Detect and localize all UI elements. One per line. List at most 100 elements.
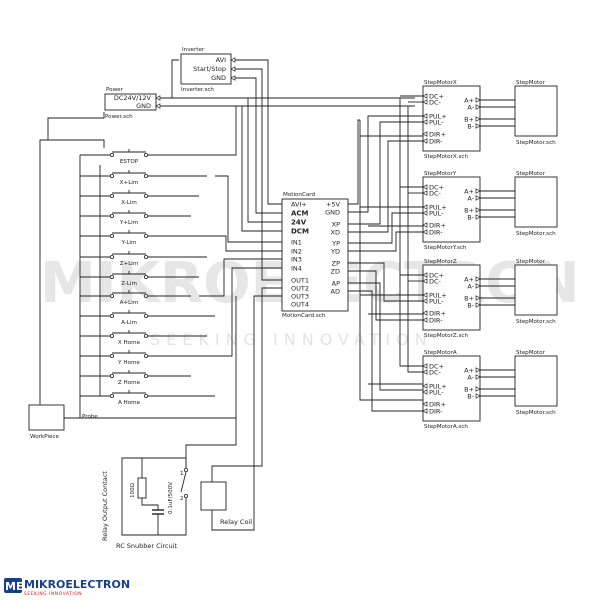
driver-pin-dc-2: DC+ — [429, 271, 444, 279]
driver-port-0-0 — [422, 93, 428, 99]
driver-box-stepmotorx — [422, 85, 481, 152]
driver-pin-b-0: B- — [467, 122, 474, 130]
motion-card-pin-zd: ZD — [331, 267, 340, 275]
driver-port-3-3 — [422, 389, 428, 395]
capacitor-value: 0.1uF/500V — [168, 482, 174, 514]
switch-label-x-lim: X-Lim — [121, 200, 137, 206]
switch-contact — [110, 373, 115, 378]
motion-card-pin-out1: OUT1 — [291, 276, 309, 284]
driver-pin-b-2: B+ — [464, 294, 474, 302]
power-to-estop — [47, 112, 105, 148]
dc-minus-feed — [407, 106, 423, 373]
logo-tagline: SEEKING INNOVATION — [24, 591, 82, 597]
driver-pin-dir-0: DIR- — [429, 137, 443, 145]
motion-card-pin-xd: XD — [331, 228, 340, 236]
switch-label-z-lim: Z+Lim — [120, 261, 139, 267]
driver-pin-a-1: A+ — [464, 187, 474, 195]
motor-file-3: StepMotor.sch — [516, 410, 556, 416]
driver-port-2-2 — [422, 292, 428, 298]
inverter-start-wire — [231, 68, 282, 281]
driver-port-1-1 — [422, 190, 428, 196]
zd-wire — [348, 270, 423, 321]
resistor-to-cap — [141, 498, 159, 510]
driver-port-3-4 — [422, 401, 428, 407]
driver-pin-dc-0: DC+ — [429, 92, 444, 100]
power-port-1 — [155, 103, 161, 109]
motion-card-pin-acm: ACM — [291, 209, 309, 217]
xp-wire — [348, 121, 423, 225]
relay-contact-blade — [180, 471, 187, 493]
inverter-gnd-wire — [231, 77, 282, 214]
zp-wire — [348, 262, 423, 302]
driver-out-1-2 — [475, 207, 481, 213]
driver-port-3-5 — [422, 408, 428, 414]
driver-pin-dc-1: DC- — [429, 189, 442, 197]
step-motor-box-1 — [514, 176, 558, 228]
motion-card-pin-out3: OUT3 — [291, 292, 309, 300]
driver-port-1-4 — [422, 222, 428, 228]
inverter-file: Inverter.sch — [181, 87, 214, 93]
driver-port-0-2 — [422, 113, 428, 119]
switch-label-y-home: Y Home — [117, 360, 140, 366]
driver-port-1-5 — [422, 229, 428, 235]
driver-title-stepmotory: StepMotorY — [424, 171, 457, 177]
switch-contact — [110, 152, 115, 157]
switch-contact — [110, 254, 115, 259]
motion-card-title: MotionCard — [283, 192, 315, 198]
driver-port-1-0 — [422, 184, 428, 190]
driver-pin-dir-1: DIR+ — [429, 221, 446, 229]
driver-port-1-2 — [422, 204, 428, 210]
driver-pin-dc-0: DC- — [429, 98, 442, 106]
switch-label-y-lim: Y+Lim — [119, 220, 138, 226]
driver-out-1-0 — [475, 188, 481, 194]
driver-port-2-4 — [422, 310, 428, 316]
in2-wire — [207, 235, 282, 252]
relay-coil-label: Relay Coil — [220, 518, 252, 526]
driver-out-2-3 — [475, 302, 481, 308]
relay-contact-label: Relay Output Contact — [101, 471, 109, 541]
driver-pin-dc-1: DC+ — [429, 183, 444, 191]
motor-title-1: StepMotor — [516, 171, 546, 177]
in4-wire — [191, 267, 282, 357]
logo-mark: ME — [5, 580, 23, 593]
mc-gnd-up — [348, 115, 423, 213]
inverter-pin-avi: AVI — [216, 56, 226, 64]
motion-card-pin-in3: IN3 — [291, 255, 302, 263]
driver-port-0-3 — [422, 119, 428, 125]
motion-card-pin-out2: OUT2 — [291, 284, 309, 292]
switch-contact — [110, 233, 115, 238]
switch-contact — [143, 313, 148, 318]
relay-contact-loop — [121, 457, 187, 536]
driver-pin-b-3: B- — [467, 392, 474, 400]
switch-contact — [143, 353, 148, 358]
switch-contact — [110, 293, 115, 298]
driver-out-0-1 — [475, 104, 481, 110]
driver-port-2-3 — [422, 298, 428, 304]
driver-title-stepmotora: StepMotorA — [424, 350, 457, 356]
switch-contact — [110, 274, 115, 279]
motion-card-pin-ad: AD — [331, 287, 340, 295]
driver-pin-pul-2: PUL- — [429, 297, 444, 305]
driver-pin-a-1: A- — [467, 194, 474, 202]
driver-port-3-2 — [422, 383, 428, 389]
motion-card-pin-dcm: DCM — [291, 227, 309, 235]
relay-contact-top — [185, 296, 237, 468]
relay-contact-terminal — [183, 493, 188, 498]
motion-card-pin-gnd: GND — [325, 208, 340, 216]
ap-wire — [348, 282, 423, 391]
switch-label-a-lim: A+Lim — [120, 300, 139, 306]
motor-file-1: StepMotor.sch — [516, 231, 556, 237]
switch-contact — [143, 152, 148, 157]
relay-pin-2: 2 — [180, 496, 184, 502]
motor-title-3: StepMotor — [516, 350, 546, 356]
inverter-top-loop — [171, 59, 179, 98]
power-file: Power.sch — [105, 114, 133, 120]
driver-pin-pul-3: PUL+ — [429, 382, 447, 390]
motion-card-pin-in2: IN2 — [291, 247, 302, 255]
driver-pin-dc-3: DC+ — [429, 362, 444, 370]
motion-card-pin-in4: IN4 — [291, 264, 302, 272]
driver-out-2-1 — [475, 283, 481, 289]
driver-file-stepmotora: StepMotorA.sch — [424, 424, 468, 430]
